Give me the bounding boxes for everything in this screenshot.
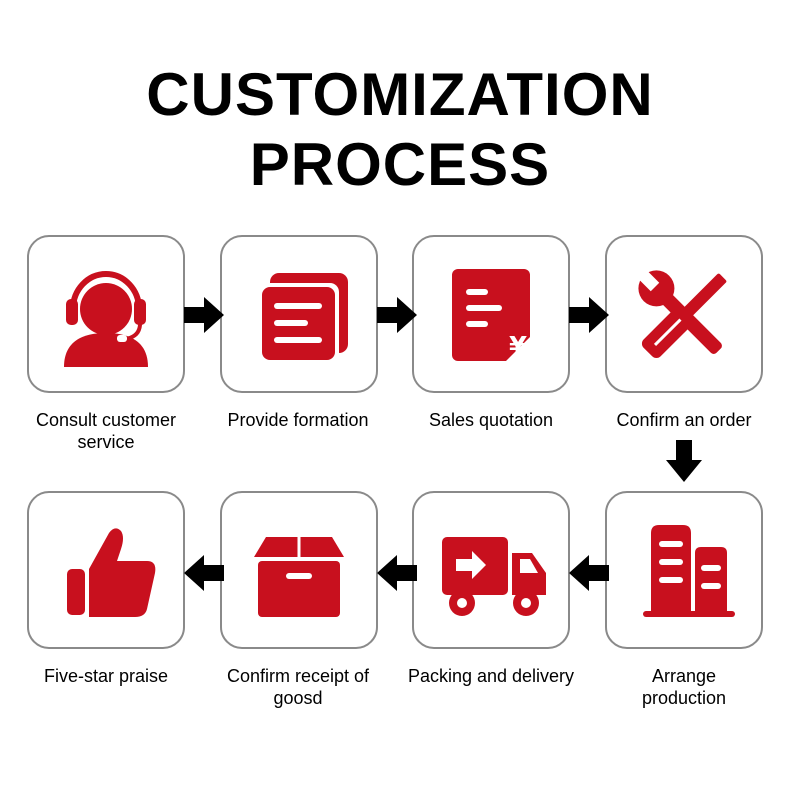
step-receipt-card (220, 491, 378, 649)
documents-icon (257, 273, 348, 365)
step-confirm-order-label: Confirm an order (616, 410, 752, 430)
step-formation-label: Provide formation (227, 410, 369, 430)
step-receipt-label: Confirm receipt of goosd (203, 665, 393, 709)
arrow-right (184, 297, 224, 333)
step-receipt-label-text: Confirm receipt of goosd (226, 666, 370, 708)
title-line-2: PROCESS (249, 131, 551, 198)
customer-service-icon (64, 271, 148, 367)
svg-text:¥: ¥ (509, 332, 527, 362)
arrow-down (666, 440, 702, 482)
step-delivery-card (412, 491, 570, 649)
tools-icon (636, 268, 727, 359)
step-production-label: Arrange production (589, 665, 779, 709)
step-praise-card (27, 491, 185, 649)
step-quotation-label: Sales quotation (428, 410, 554, 430)
quotation-icon: ¥ (452, 269, 530, 362)
thumbs-up-icon (67, 528, 156, 617)
arrow-left (184, 555, 224, 591)
step-praise-label: Five-star praise (43, 666, 169, 686)
factory-icon (643, 525, 735, 617)
arrow-right (569, 297, 609, 333)
arrow-left (377, 555, 417, 591)
step-quotation-card: ¥ (412, 235, 570, 393)
arrow-right (377, 297, 417, 333)
step-confirm-order-card (605, 235, 763, 393)
step-consult-label: Consult customer service (35, 410, 177, 452)
step-production-card (605, 491, 763, 649)
package-box-icon (254, 537, 344, 617)
step-formation-card (220, 235, 378, 393)
page-title: CUSTOMIZATION PROCESS (0, 60, 800, 200)
delivery-truck-icon (442, 537, 546, 616)
step-delivery-label: Packing and delivery (407, 666, 575, 686)
step-consult-card (27, 235, 185, 393)
step-production-label-text: Arrange production (641, 666, 727, 708)
title-line-1: CUSTOMIZATION (146, 61, 654, 128)
arrow-left (569, 555, 609, 591)
